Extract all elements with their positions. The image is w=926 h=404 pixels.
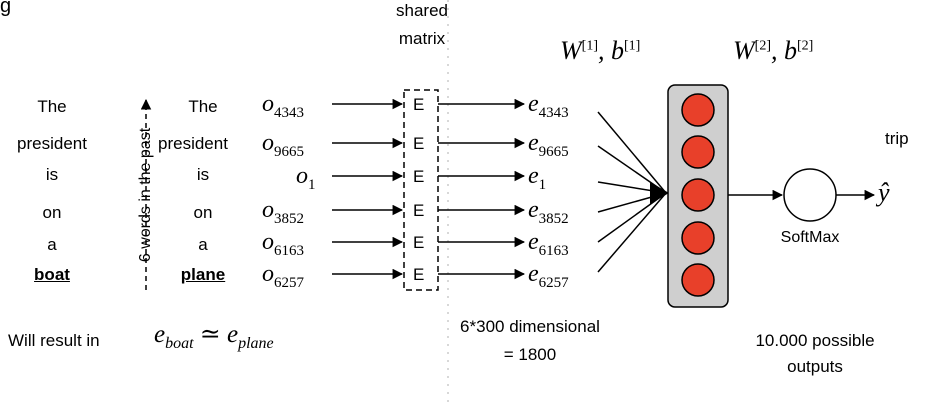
dim-text-line1: 6*300 dimensional	[460, 317, 600, 336]
neuron-5	[681, 263, 715, 297]
embed-5: e6163	[528, 229, 569, 259]
converge-arrowhead	[650, 182, 669, 204]
right-word-4: on	[193, 203, 213, 222]
embed-6: e6257	[528, 261, 569, 291]
dim-text-line2: = 1800	[503, 345, 557, 364]
onehot-3: o1	[296, 163, 316, 193]
right-word-2: president	[158, 134, 228, 153]
embedding-e-3: E	[413, 167, 425, 186]
top-fragment: g	[0, 0, 12, 17]
outputs-text-line1: 10.000 possible	[755, 331, 875, 350]
output-word: trip	[885, 129, 909, 148]
shared-matrix-line1: shared	[396, 1, 448, 20]
embedding-box	[403, 89, 439, 291]
right-word-5: a	[198, 235, 208, 254]
y-hat: ŷ	[878, 178, 890, 207]
onehot-2: o9665	[262, 130, 304, 160]
neuron-4	[681, 221, 715, 255]
softmax-node	[783, 168, 837, 222]
left-word-3: is	[45, 165, 59, 184]
neuron-3	[681, 178, 715, 212]
embedding-e-2: E	[413, 134, 425, 153]
window-label: 6 words in the past	[137, 127, 154, 263]
softmax-label: SoftMax	[780, 229, 840, 246]
layer2-weights-label: W[2], b[2]	[733, 36, 814, 65]
converge-line-1	[597, 111, 667, 194]
left-word-6: boat	[34, 265, 70, 284]
right-word-6: plane	[180, 265, 226, 284]
result-prefix: Will result in	[8, 331, 100, 350]
neuron-2	[681, 135, 715, 169]
embedding-e-5: E	[413, 233, 425, 252]
onehot-6: o6257	[262, 261, 304, 291]
embedding-e-1: E	[413, 95, 425, 114]
embed-4: e3852	[528, 197, 569, 227]
neuron-1	[681, 93, 715, 127]
left-word-5: a	[47, 235, 57, 254]
right-word-3: is	[196, 165, 210, 184]
layer1-weights-label: W[1], b[1]	[560, 36, 641, 65]
converge-line-6	[597, 192, 667, 273]
outputs-text-line2: outputs	[787, 357, 843, 376]
right-word-1: The	[188, 97, 218, 116]
result-equation: eboat ≃ eplane	[154, 321, 274, 352]
embed-2: e9665	[528, 130, 569, 160]
onehot-1: o4343	[262, 91, 304, 121]
embedding-e-6: E	[413, 265, 425, 284]
onehot-4: o3852	[262, 197, 304, 227]
shared-matrix-line2: matrix	[398, 29, 446, 48]
onehot-5: o6163	[262, 229, 304, 259]
left-word-1: The	[37, 97, 67, 116]
embedding-e-4: E	[413, 201, 425, 220]
left-word-2: president	[17, 134, 87, 153]
embed-3: e1	[528, 163, 547, 193]
embed-1: e4343	[528, 91, 569, 121]
left-word-4: on	[42, 203, 62, 222]
